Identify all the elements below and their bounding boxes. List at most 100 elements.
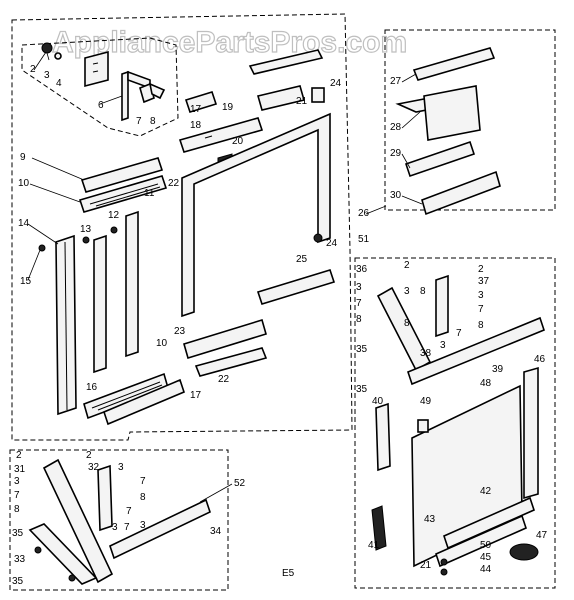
label-4: 4 — [56, 78, 62, 89]
label-41: 41 — [368, 540, 380, 551]
side-seal-kit-outline — [384, 29, 556, 211]
label-25: 25 — [296, 254, 308, 265]
top-corner-part-17-upper — [184, 91, 218, 113]
label-40: 40 — [372, 396, 384, 407]
label-2-lower-b: 2 — [86, 450, 92, 461]
main-frame-assembly-outline — [11, 13, 353, 441]
label-39: 39 — [492, 364, 504, 375]
bracket-kit-part-4 — [84, 50, 109, 88]
label-37: 37 — [478, 276, 490, 287]
label-48: 48 — [480, 378, 492, 389]
watermark-text: AppliancePartsPros.com — [52, 26, 407, 59]
label-7-right-b: 7 — [478, 304, 484, 315]
label-43: 43 — [424, 514, 436, 525]
label-6: 6 — [98, 100, 104, 111]
label-7-lower-d: 7 — [124, 522, 130, 533]
foam-seal-part-30 — [421, 170, 501, 216]
label-21-right: 21 — [420, 560, 432, 571]
label-8-lower-b: 8 — [14, 504, 20, 515]
label-35-right-a: 35 — [356, 344, 368, 355]
label-29: 29 — [390, 148, 402, 159]
label-50: 50 — [480, 540, 492, 551]
label-7-right-a: 7 — [356, 298, 362, 309]
label-2-right-b: 2 — [478, 264, 484, 275]
corner-connector-part-19 — [178, 117, 264, 153]
main-frame-part-22 — [181, 112, 331, 318]
label-24-lower: 24 — [326, 238, 338, 249]
lower-sash-assembly-outline — [9, 449, 229, 591]
hardware-kit-outline — [21, 37, 179, 137]
hardware-parts-44-45-50 — [440, 558, 448, 576]
label-47: 47 — [536, 530, 548, 541]
part-labels: 2 3 4 6 7 8 9 10 11 12 13 14 15 16 17 17… — [12, 64, 548, 587]
label-24-top: 24 — [330, 78, 342, 89]
gasket-part-29 — [404, 140, 476, 178]
label-34: 34 — [210, 526, 222, 537]
label-42: 42 — [480, 486, 492, 497]
label-3-right-b: 3 — [404, 286, 410, 297]
screw-part-2 — [41, 42, 53, 61]
label-35-right-b: 35 — [356, 384, 368, 395]
bottom-track-part-43 — [435, 514, 527, 568]
label-28: 28 — [390, 122, 402, 133]
sash-frame-part-36 — [376, 286, 432, 372]
label-26: 26 — [358, 208, 370, 219]
label-8-right-b: 8 — [356, 314, 362, 325]
label-3-right-d: 3 — [440, 340, 446, 351]
screws-part-35-lower — [34, 546, 76, 582]
label-18: 18 — [190, 120, 202, 131]
jamb-part-37 — [435, 274, 449, 338]
label-16: 16 — [86, 382, 98, 393]
label-32: 32 — [88, 462, 100, 473]
label-22-upper: 22 — [168, 178, 180, 189]
label-3-lower-c: 3 — [112, 522, 118, 533]
label-7-right-c: 7 — [456, 328, 462, 339]
label-49: 49 — [420, 396, 432, 407]
seal-part-41 — [371, 505, 387, 551]
label-3-right-a: 3 — [356, 282, 362, 293]
clip-part-49 — [417, 419, 429, 433]
label-3-lower-a: 3 — [14, 476, 20, 487]
top-corner-part-21 — [257, 85, 305, 111]
label-38: 38 — [420, 348, 432, 359]
label-3-lower-d: 3 — [140, 520, 146, 531]
side-jamb-part-46 — [523, 366, 539, 500]
label-35-lower-a: 35 — [12, 528, 24, 539]
label-7-lower-a: 7 — [14, 490, 20, 501]
side-strip-part-11 — [125, 210, 139, 358]
top-rail-part-9 — [80, 157, 164, 193]
seal-part-27 — [412, 47, 496, 81]
panel-assembly-outline — [354, 257, 556, 589]
label-51: 51 — [358, 234, 370, 245]
label-8-lower-a: 8 — [140, 492, 146, 503]
bottom-rail-part-17 — [103, 378, 185, 426]
label-10-lower: 10 — [156, 338, 168, 349]
clip-parts-7-8 — [139, 82, 166, 104]
label-17-upper: 17 — [190, 104, 202, 115]
label-13: 13 — [80, 224, 92, 235]
sash-frame-part-31 — [42, 458, 114, 584]
seal-pad-part-28 — [395, 85, 481, 141]
side-jamb-part-14 — [55, 234, 77, 416]
label-52: 52 — [234, 478, 246, 489]
label-11: 11 — [144, 188, 155, 199]
label-3-right-c: 3 — [478, 290, 484, 301]
label-8: 8 — [150, 116, 156, 127]
label-8-right-d: 8 — [404, 318, 410, 329]
label-21-top: 21 — [296, 96, 308, 107]
sash-channel-part-33 — [28, 523, 98, 585]
label-17-lower: 17 — [190, 390, 202, 401]
label-31: 31 — [14, 464, 26, 475]
label-7-lower-c: 7 — [126, 506, 132, 517]
label-22-lower: 22 — [218, 374, 230, 385]
label-14: 14 — [18, 218, 30, 229]
top-bracket-part-24 — [311, 87, 325, 103]
top-rail-upper — [248, 49, 324, 75]
label-30: 30 — [390, 190, 402, 201]
label-35-lower-b: 35 — [12, 576, 24, 587]
foot-pad-part-47 — [509, 543, 539, 561]
label-2-right-a: 2 — [404, 260, 410, 271]
top-channel-part-10 — [78, 175, 168, 213]
washer-part-3 — [54, 52, 62, 60]
